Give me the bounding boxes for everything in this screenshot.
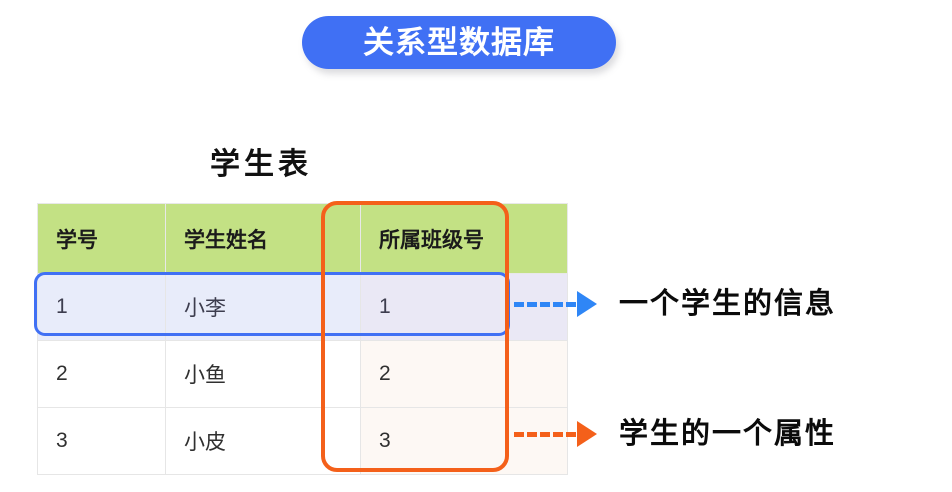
column-annotation-label: 学生的一个属性 bbox=[619, 417, 837, 450]
cell-id: 3 bbox=[37, 407, 166, 475]
page-title-text: 关系型数据库 bbox=[363, 25, 555, 60]
column-header-class: 所属班级号 bbox=[360, 203, 568, 274]
page-title-badge: 关系型数据库 bbox=[302, 16, 616, 69]
row-annotation: 一个学生的信息 bbox=[514, 284, 836, 324]
arrow-right-icon bbox=[577, 421, 597, 447]
table-row: 1 小李 1 bbox=[37, 273, 568, 341]
column-annotation: 学生的一个属性 bbox=[514, 414, 836, 454]
cell-id: 2 bbox=[37, 340, 166, 408]
student-table: 学号 学生姓名 所属班级号 1 小李 1 2 小鱼 2 3 小皮 3 bbox=[37, 203, 568, 475]
row-annotation-label: 一个学生的信息 bbox=[619, 287, 837, 320]
cell-name: 小皮 bbox=[165, 407, 361, 475]
cell-name: 小鱼 bbox=[165, 340, 361, 408]
cell-id: 1 bbox=[37, 273, 166, 341]
table-header-row: 学号 学生姓名 所属班级号 bbox=[37, 203, 568, 274]
column-header-id: 学号 bbox=[37, 203, 166, 274]
arrow-right-icon bbox=[577, 291, 597, 317]
dashed-line-icon bbox=[514, 431, 576, 437]
column-header-name: 学生姓名 bbox=[165, 203, 361, 274]
table-title: 学生表 bbox=[210, 148, 312, 181]
cell-class: 1 bbox=[360, 273, 568, 341]
cell-class: 2 bbox=[360, 340, 568, 408]
cell-class: 3 bbox=[360, 407, 568, 475]
table-row: 2 小鱼 2 bbox=[37, 340, 568, 408]
dashed-line-icon bbox=[514, 301, 576, 307]
table-row: 3 小皮 3 bbox=[37, 407, 568, 475]
cell-name: 小李 bbox=[165, 273, 361, 341]
